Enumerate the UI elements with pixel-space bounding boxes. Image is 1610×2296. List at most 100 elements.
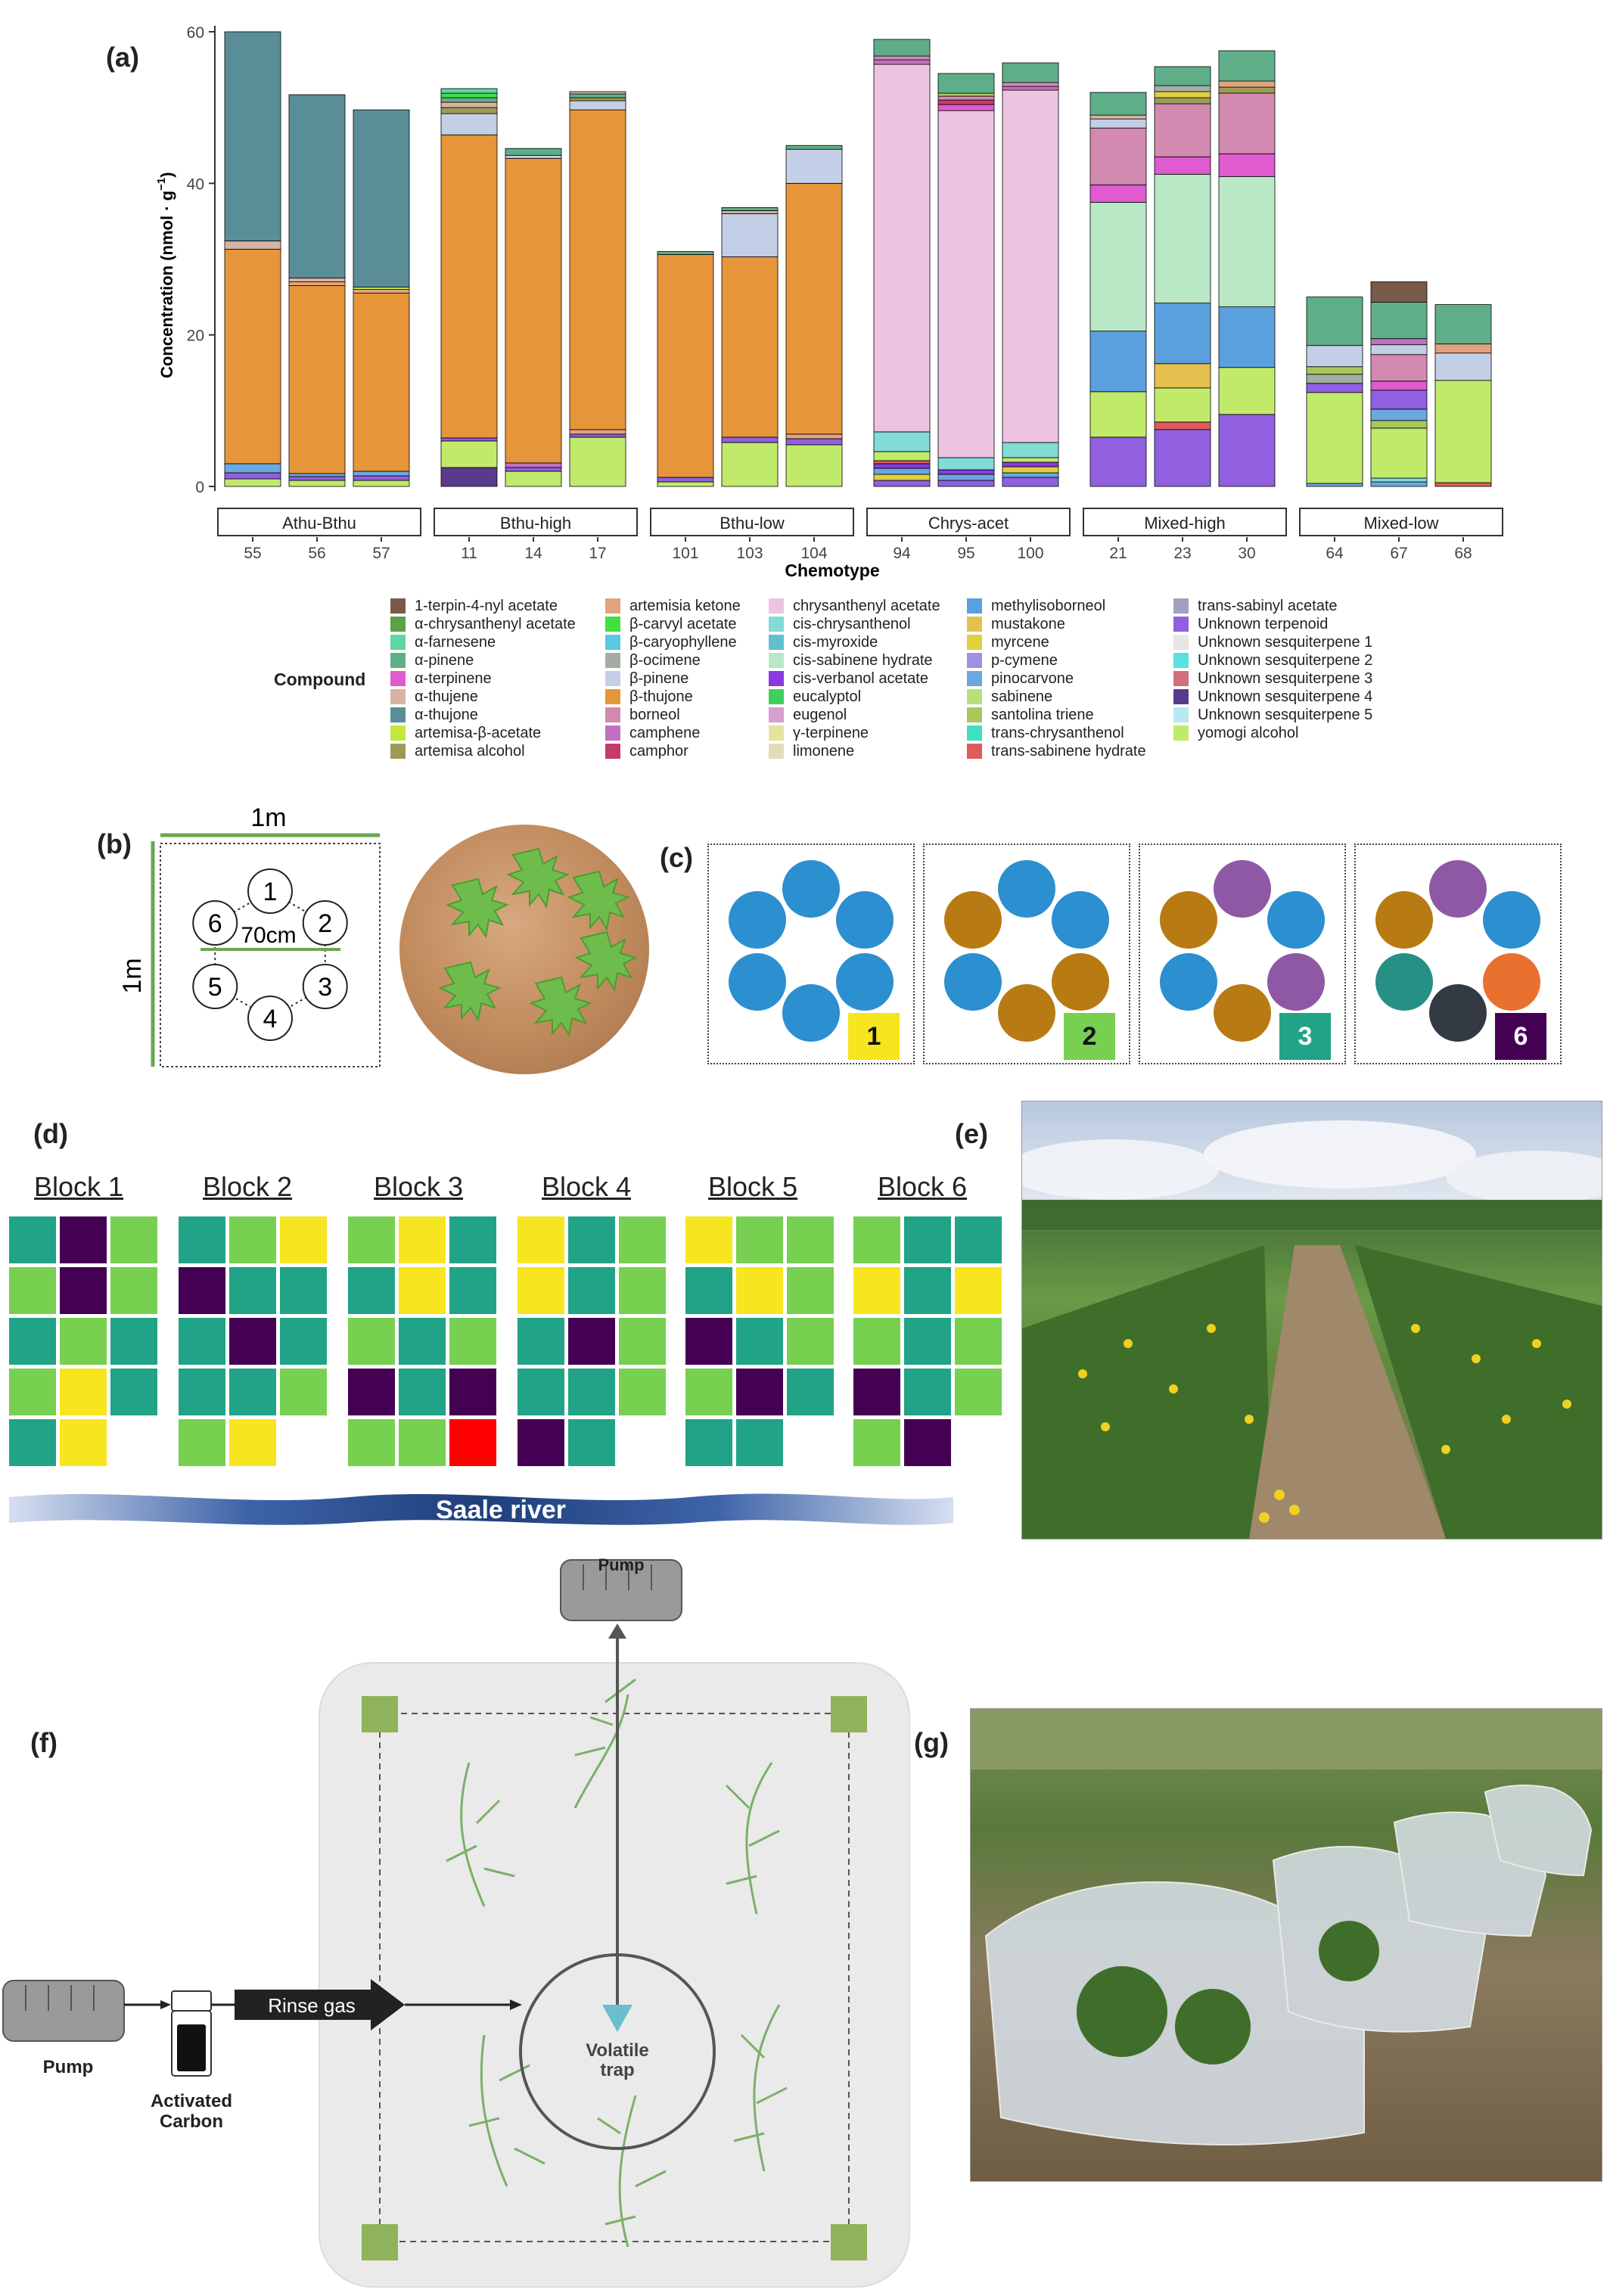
bar-segment xyxy=(1089,184,1147,203)
bar-17 xyxy=(569,91,626,487)
bar-segment xyxy=(440,467,498,487)
legend-swatch xyxy=(967,689,982,704)
legend-label: p-cymene xyxy=(991,652,1058,669)
legend-item: eucalyptol xyxy=(769,688,861,705)
legend-label: pinocarvone xyxy=(991,670,1074,687)
bar-segment xyxy=(569,93,626,98)
plant-dot xyxy=(1052,891,1109,949)
legend-label: cis-myroxide xyxy=(793,634,878,651)
chart-bars xyxy=(224,31,1492,487)
plot-cell xyxy=(736,1419,783,1466)
plot-cell xyxy=(9,1267,56,1314)
bar-segment xyxy=(1218,176,1276,308)
legend-item: trans-sabinyl acetate xyxy=(1173,598,1338,614)
bar-segment xyxy=(224,472,281,480)
bar-segment xyxy=(1306,374,1363,384)
legend-label: methylisoborneol xyxy=(991,598,1106,614)
bar-segment xyxy=(1370,302,1428,340)
bar-segment xyxy=(1218,153,1276,177)
bar-segment xyxy=(1089,114,1147,120)
plot-cell xyxy=(904,1267,951,1314)
facet-strip xyxy=(650,508,854,536)
plot-photo xyxy=(399,825,649,1074)
legend-item: sabinene xyxy=(967,688,1052,705)
position-2 xyxy=(302,900,348,946)
bar-segment xyxy=(1434,380,1492,483)
plot-cell xyxy=(229,1419,276,1466)
bar-segment xyxy=(569,109,626,430)
plant-dot xyxy=(1375,953,1433,1011)
bar-segment xyxy=(1002,477,1059,487)
y-tick-label: 20 xyxy=(187,328,204,345)
bar-segment xyxy=(505,154,562,159)
bar-segment xyxy=(1154,429,1211,487)
bar-segment xyxy=(1089,331,1147,393)
bar-segment xyxy=(1218,367,1276,415)
bar-103 xyxy=(721,207,779,487)
legend-item: Unknown sesquiterpene 3 xyxy=(1173,670,1372,687)
plot-cell xyxy=(904,1419,951,1466)
legend-swatch xyxy=(967,725,982,741)
position-label: 2 xyxy=(318,909,332,938)
plot-cell xyxy=(280,1216,327,1263)
bar-segment xyxy=(1370,381,1428,391)
legend-item: Unknown sesquiterpene 4 xyxy=(1173,688,1372,705)
x-tick-label: 67 xyxy=(1390,545,1407,562)
bar-segment xyxy=(1154,363,1211,389)
legend-item: eugenol xyxy=(769,707,847,723)
bar-segment xyxy=(1218,414,1276,487)
spacing-label: 70cm xyxy=(241,923,296,948)
bar-104 xyxy=(785,144,843,487)
bar-segment xyxy=(873,64,931,433)
bar-segment xyxy=(353,480,410,487)
legend-item: limonene xyxy=(769,743,854,760)
legend-item: artemisa alcohol xyxy=(390,743,525,760)
plot-cell xyxy=(280,1318,327,1365)
legend-swatch xyxy=(390,707,406,722)
bar-segment xyxy=(937,480,995,487)
legend-swatch xyxy=(1173,689,1189,704)
legend-item: trans-sabinene hydrate xyxy=(967,743,1146,760)
legend-label: artemisia ketone xyxy=(629,598,741,614)
rinse-gas-label: Rinse gas xyxy=(268,1994,356,2017)
block-title: Block 6 xyxy=(878,1171,968,1202)
legend-label: cis-chrysanthenol xyxy=(793,616,911,632)
bar-segment xyxy=(440,440,498,468)
plot-cell xyxy=(9,1369,56,1415)
mixture-number: 2 xyxy=(1064,1013,1115,1060)
bar-segment xyxy=(353,475,410,481)
pump-top-label: Pump xyxy=(598,1555,644,1574)
bar-segment xyxy=(288,278,346,282)
bar-segment xyxy=(1089,92,1147,116)
plot-cell xyxy=(9,1216,56,1263)
legend-item: methylisoborneol xyxy=(967,598,1106,614)
facet-label: Athu-Bthu xyxy=(282,514,356,533)
mixture-1: 1 xyxy=(707,844,915,1064)
x-tick-label: 101 xyxy=(672,545,698,562)
legend-item: pinocarvone xyxy=(967,670,1074,687)
legend-label: cis-sabinene hydrate xyxy=(793,652,933,669)
x-tick-label: 30 xyxy=(1238,545,1255,562)
legend-label: β-caryophyllene xyxy=(629,634,737,651)
plot-cell xyxy=(229,1267,276,1314)
plot-cell xyxy=(853,1419,900,1466)
bar-segment xyxy=(657,251,714,255)
bar-segment xyxy=(1154,91,1211,98)
legend-swatch xyxy=(1173,725,1189,741)
block-title: Block 1 xyxy=(34,1171,124,1202)
legend-label: artemisa-β-acetate xyxy=(415,725,542,741)
legend-swatch xyxy=(605,671,620,686)
volatile-sampling-schematic: Volatile trap Pump Pump Activated Carbon… xyxy=(2,1555,910,2288)
legend-swatch xyxy=(605,598,620,614)
legend-swatch xyxy=(1173,707,1189,722)
bar-segment xyxy=(1002,461,1059,468)
legend-label: artemisa alcohol xyxy=(415,743,525,760)
bar-segment xyxy=(937,110,995,458)
plot-cell xyxy=(110,1318,157,1365)
bar-101 xyxy=(657,251,714,487)
legend-swatch xyxy=(967,744,982,759)
bar-segment xyxy=(288,480,346,487)
legend-item: α-chrysanthenyl acetate xyxy=(390,616,576,632)
x-tick-label: 21 xyxy=(1109,545,1127,562)
bar-segment xyxy=(1218,80,1276,88)
